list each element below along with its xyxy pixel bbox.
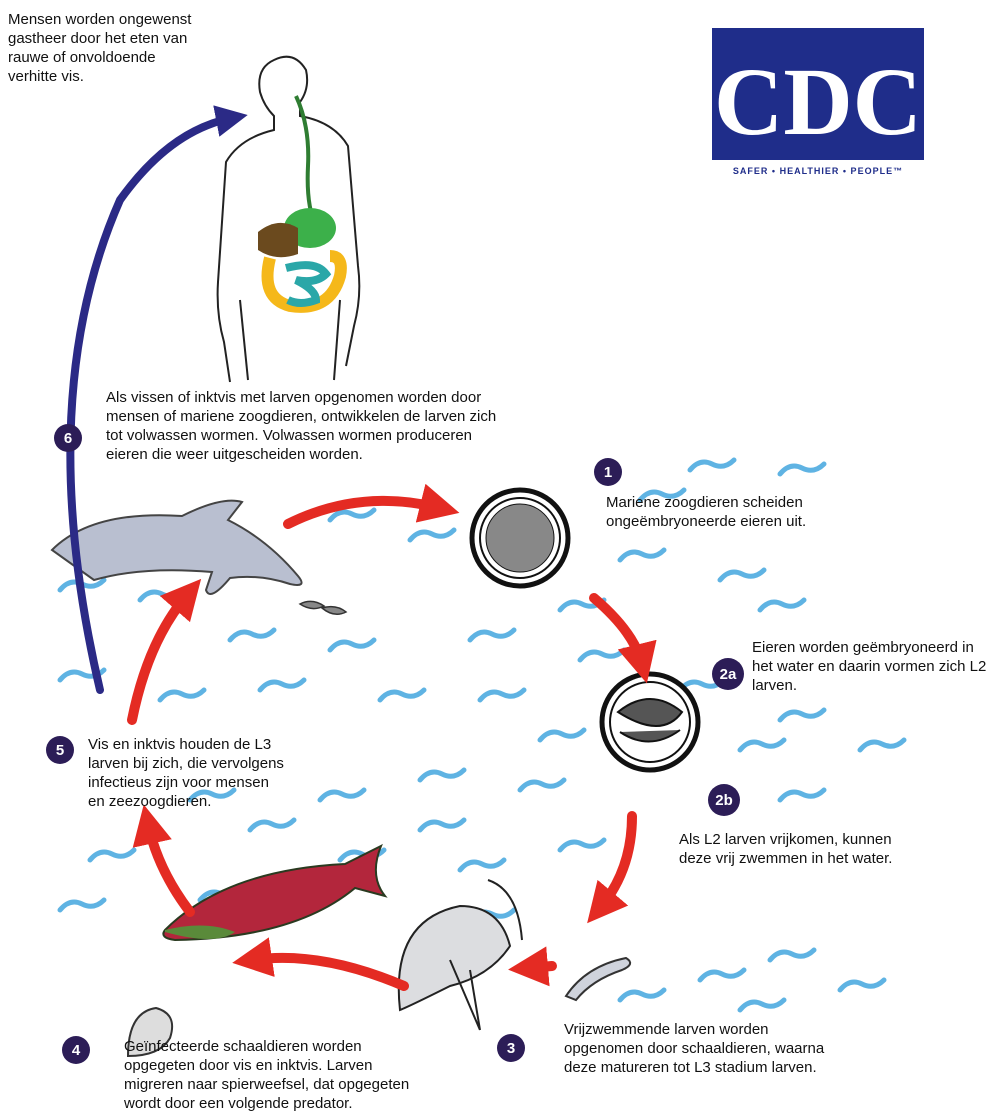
crustacean-illustration (399, 880, 522, 1030)
step-badge: 5 (46, 736, 74, 764)
cdc-logo-text: CDC (714, 48, 922, 155)
egg-embryonated (602, 674, 698, 770)
step-badge: 1 (594, 458, 622, 486)
step-text: Eieren worden geëmbryoneerd in het water… (752, 638, 986, 695)
cdc-logo-tagline: SAFER • HEALTHIER • PEOPLE™ (733, 166, 903, 176)
human-note: Mensen worden ongewenst gastheer door he… (8, 10, 191, 86)
step-badge: 2b (708, 784, 740, 816)
step-text: Vis en inktvis houden de L3 larven bij z… (88, 735, 284, 811)
step-text: Geïnfecteerde schaaldieren worden opgege… (124, 1037, 409, 1113)
cdc-logo: CDC SAFER • HEALTHIER • PEOPLE™ (712, 28, 924, 178)
step-text: Mariene zoogdieren scheiden ongeëmbryone… (606, 493, 806, 531)
step-badge: 3 (497, 1034, 525, 1062)
step-text: Vrijzwemmende larven worden opgenomen do… (564, 1020, 824, 1077)
salmon-illustration (163, 846, 385, 940)
egg-unembryonated (472, 490, 568, 586)
step-text: Als L2 larven vrijkomen, kunnen deze vri… (679, 830, 892, 868)
free-larva (566, 958, 630, 1000)
digestive-tract (258, 96, 341, 307)
step-text: Als vissen of inktvis met larven opgenom… (106, 388, 496, 464)
step-badge: 2a (712, 658, 744, 690)
step-badge: 6 (54, 424, 82, 452)
step-badge: 4 (62, 1036, 90, 1064)
